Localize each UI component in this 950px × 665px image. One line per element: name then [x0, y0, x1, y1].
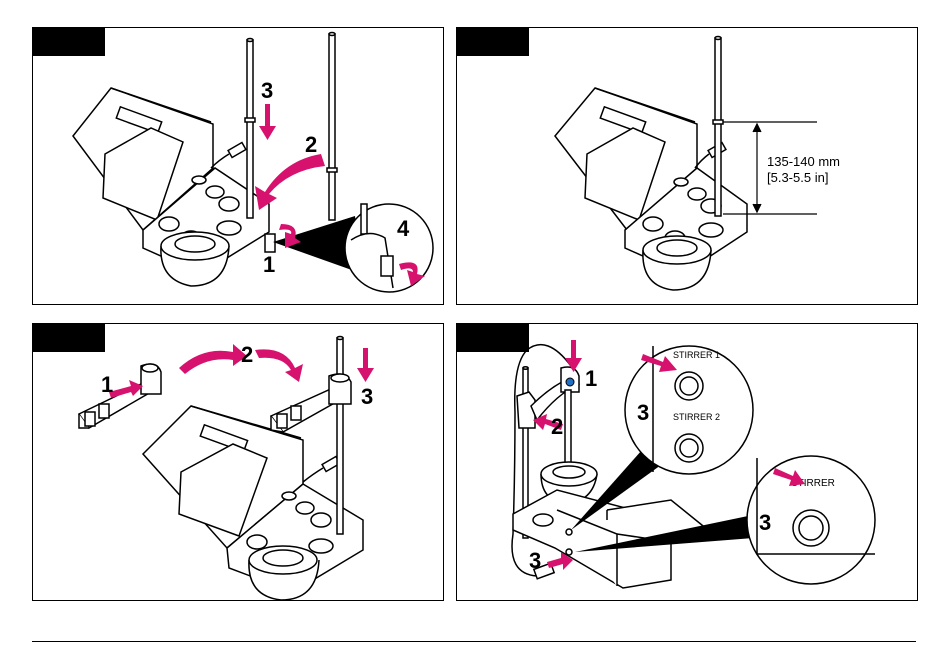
step-label: 1: [585, 366, 597, 391]
rod-installed: [245, 39, 255, 219]
step-label: 3: [261, 78, 273, 103]
stirrer-bowl: [643, 236, 711, 290]
rod-clamp: [265, 234, 275, 252]
dimension-secondary: [5.3-5.5 in]: [767, 170, 828, 185]
cable-knob: [566, 378, 574, 386]
step-label: 1: [263, 252, 275, 277]
arrow-arm-down: [357, 348, 374, 382]
footer-divider: [32, 641, 916, 642]
step-label: 2: [551, 414, 563, 439]
port-label: STIRRER 1: [673, 350, 720, 360]
panel-3-illustration: 1 2 3: [33, 324, 443, 600]
rod-loose: [327, 33, 337, 221]
panel-2: 135-140 mm [5.3-5.5 in]: [456, 27, 918, 305]
step-label: 4: [397, 216, 410, 241]
port-label: STIRRER 2: [673, 412, 720, 422]
step-label: 3: [759, 510, 771, 535]
panel-4: STIRRER 1 STIRRER 2 STIRRER 1 2 3 3 3: [456, 323, 918, 601]
panel-1: 3 2 4 1: [32, 27, 444, 305]
stirrer-bowl: [249, 546, 319, 600]
electrode-arm-loose: [79, 364, 161, 428]
rod-installed: [337, 337, 343, 535]
arrow-rod-down: [259, 104, 276, 140]
step-label: 3: [529, 548, 541, 573]
dimension-primary: 135-140 mm: [767, 154, 840, 169]
stirrer-bowl: [161, 232, 229, 286]
step-label: 1: [101, 372, 113, 397]
panel-1-illustration: 3 2 4 1: [33, 28, 443, 304]
panel-4-illustration: STIRRER 1 STIRRER 2 STIRRER 1 2 3 3 3: [457, 324, 917, 600]
panel-3: 1 2 3: [32, 323, 444, 601]
step-label: 2: [241, 342, 253, 367]
panel-2-illustration: 135-140 mm [5.3-5.5 in]: [457, 28, 917, 304]
arrow-move-arm-1: [179, 344, 247, 374]
arrow-rod-swing: [255, 154, 325, 210]
cable: [211, 143, 246, 168]
step-label: 3: [361, 384, 373, 409]
rod-installed: [713, 37, 723, 217]
step-label: 3: [637, 400, 649, 425]
arrow-move-arm-2: [255, 349, 303, 382]
cable: [303, 457, 340, 482]
step-label: 2: [305, 132, 317, 157]
